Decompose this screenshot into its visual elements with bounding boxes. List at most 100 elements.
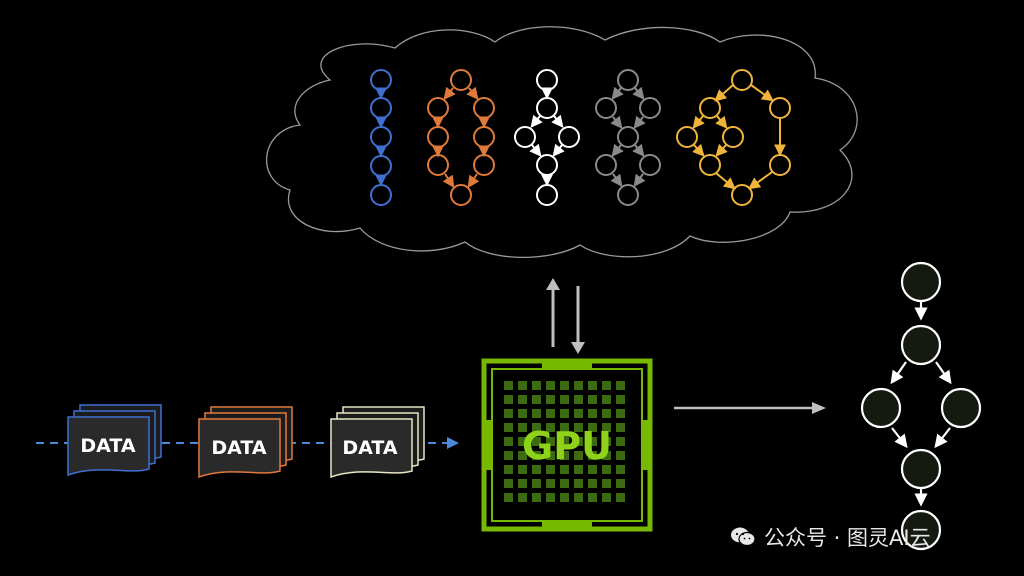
graph-gray-double-diamond bbox=[595, 69, 661, 206]
gpu-pin-left bbox=[482, 420, 493, 470]
gpu-core-cell bbox=[504, 451, 513, 460]
gpu-core-cell bbox=[504, 493, 513, 502]
gpu-core-cell bbox=[546, 395, 555, 404]
gpu-core-cell bbox=[560, 479, 569, 488]
gpu-core-cell bbox=[532, 465, 541, 474]
gpu-core-cell bbox=[518, 479, 527, 488]
gpu-core-cell bbox=[518, 409, 527, 418]
cloud-shape bbox=[266, 26, 858, 259]
gpu-core-cell bbox=[602, 381, 611, 390]
gpu-core-cell bbox=[616, 465, 625, 474]
gpu-core-cell bbox=[546, 437, 555, 446]
output-node-6 bbox=[900, 509, 942, 551]
gpu-pin-top bbox=[542, 359, 592, 370]
data-document-blue: DATA bbox=[67, 404, 162, 477]
gpu-core-cell bbox=[574, 395, 583, 404]
gpu-core-cell bbox=[560, 381, 569, 390]
gpu-core-cell bbox=[588, 451, 597, 460]
gpu-core-cell bbox=[616, 423, 625, 432]
gpu-core-cell bbox=[616, 437, 625, 446]
data-document-orange: DATA bbox=[198, 406, 293, 479]
gpu-core-cell bbox=[588, 409, 597, 418]
output-node-2 bbox=[900, 324, 942, 366]
gpu-core-cell bbox=[602, 451, 611, 460]
gpu-core-cell bbox=[602, 493, 611, 502]
arrow-right-head bbox=[812, 402, 826, 414]
gpu-core-cell bbox=[588, 423, 597, 432]
gpu-core-cell bbox=[546, 479, 555, 488]
watermark: 公众号 · 图灵AI云 bbox=[730, 522, 931, 552]
data-label-3: DATA bbox=[342, 437, 397, 459]
gpu-core-cell bbox=[518, 381, 527, 390]
gpu-core-cell bbox=[518, 395, 527, 404]
gpu-core-grid bbox=[504, 381, 625, 502]
gpu-core-cell bbox=[518, 493, 527, 502]
gpu-core-cell bbox=[546, 451, 555, 460]
gpu-core-cell bbox=[532, 493, 541, 502]
gpu-core-cell bbox=[616, 451, 625, 460]
graph-yellow-nested bbox=[676, 69, 791, 206]
gpu-core-cell bbox=[518, 451, 527, 460]
arrow-down-head bbox=[571, 342, 585, 354]
gpu-core-cell bbox=[616, 479, 625, 488]
gpu-core-cell bbox=[560, 423, 569, 432]
output-graph bbox=[860, 261, 982, 551]
data-label-1: DATA bbox=[80, 435, 135, 457]
gpu-core-cell bbox=[546, 381, 555, 390]
gpu-core-cell bbox=[504, 381, 513, 390]
gpu-core-cell bbox=[588, 479, 597, 488]
gpu-core-cell bbox=[546, 409, 555, 418]
watermark-text: 公众号 · 图灵AI云 bbox=[764, 526, 931, 550]
gpu-core-cell bbox=[504, 465, 513, 474]
gpu-core-cell bbox=[574, 381, 583, 390]
gpu-core-cell bbox=[532, 381, 541, 390]
gpu-core-cell bbox=[574, 437, 583, 446]
gpu-core-cell bbox=[560, 409, 569, 418]
graph-blue-chain bbox=[370, 69, 392, 206]
output-node-1 bbox=[900, 261, 942, 303]
gpu-core-cell bbox=[546, 493, 555, 502]
gpu-chip: GPU bbox=[481, 358, 653, 532]
gpu-core-cell bbox=[560, 465, 569, 474]
gpu-core-cell bbox=[588, 437, 597, 446]
gpu-core-cell bbox=[532, 395, 541, 404]
gpu-core-cell bbox=[588, 465, 597, 474]
gpu-core-cell bbox=[574, 493, 583, 502]
gpu-core-cell bbox=[518, 423, 527, 432]
gpu-core-cell bbox=[602, 465, 611, 474]
graph-orange-loop bbox=[427, 69, 495, 206]
gpu-core-cell bbox=[532, 409, 541, 418]
gpu-core-cell bbox=[560, 493, 569, 502]
gpu-core-cell bbox=[574, 465, 583, 474]
gpu-core-cell bbox=[532, 423, 541, 432]
gpu-core-cell bbox=[546, 465, 555, 474]
gpu-core-cell bbox=[602, 409, 611, 418]
gpu-core-cell bbox=[504, 395, 513, 404]
gpu-core-cell bbox=[602, 479, 611, 488]
gpu-core-cell bbox=[504, 479, 513, 488]
gpu-core-cell bbox=[546, 423, 555, 432]
gpu-core-cell bbox=[518, 465, 527, 474]
gpu-core-cell bbox=[616, 493, 625, 502]
gpu-core-cell bbox=[588, 493, 597, 502]
gpu-core-cell bbox=[518, 437, 527, 446]
gpu-core-cell bbox=[602, 395, 611, 404]
gpu-core-cell bbox=[616, 409, 625, 418]
gpu-core-cell bbox=[532, 451, 541, 460]
gpu-core-cell bbox=[616, 381, 625, 390]
gpu-core-cell bbox=[560, 437, 569, 446]
gpu-core-cell bbox=[616, 395, 625, 404]
arrow-up-head bbox=[546, 278, 560, 290]
gpu-core-cell bbox=[588, 395, 597, 404]
gpu-core-cell bbox=[504, 423, 513, 432]
gpu-core-cell bbox=[504, 409, 513, 418]
gpu-label: GPU bbox=[522, 424, 612, 468]
gpu-core-cell bbox=[574, 479, 583, 488]
gpu-core-cell bbox=[588, 381, 597, 390]
gpu-core-cell bbox=[532, 479, 541, 488]
output-node-5 bbox=[900, 448, 942, 490]
gpu-core-cell bbox=[602, 423, 611, 432]
gpu-core-cell bbox=[574, 409, 583, 418]
gpu-core-cell bbox=[574, 423, 583, 432]
gpu-core-cell bbox=[574, 451, 583, 460]
